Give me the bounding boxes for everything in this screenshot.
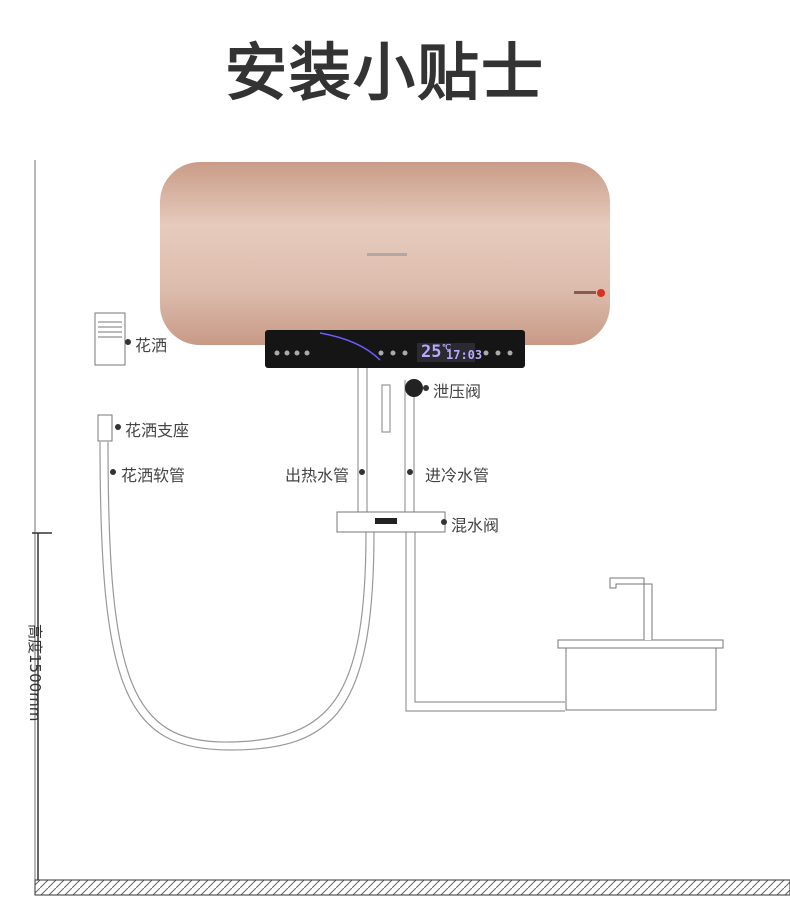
brand-logo — [367, 253, 407, 256]
indicator-light — [597, 289, 605, 297]
label-height: 高度1500mm — [26, 624, 44, 722]
sink-rim — [557, 639, 724, 649]
label-shower-hose: 花洒软管 — [121, 466, 186, 485]
shower-head — [94, 312, 126, 366]
label-cold-pipe: 进冷水管 — [425, 466, 490, 485]
label-mixing-valve: 混水阀 — [451, 516, 500, 535]
display-screen — [417, 343, 475, 362]
control-panel — [265, 330, 525, 368]
label-hot-pipe: 出热水管 — [285, 466, 350, 485]
shower-holder — [97, 414, 113, 442]
display-unit: ℃ — [442, 343, 451, 352]
relief-valve — [405, 379, 423, 397]
label-shower-holder: 花洒支座 — [125, 421, 190, 440]
label-shower-head: 花洒 — [135, 336, 168, 355]
floor — [34, 879, 790, 896]
page-title: 安装小贴士 — [224, 36, 545, 109]
label-relief-valve: 泄压阀 — [433, 382, 482, 401]
sink-basin — [565, 647, 717, 711]
display-time: 17:03 — [446, 348, 483, 362]
faucet — [609, 577, 653, 640]
display-temperature: 25 — [421, 342, 442, 362]
